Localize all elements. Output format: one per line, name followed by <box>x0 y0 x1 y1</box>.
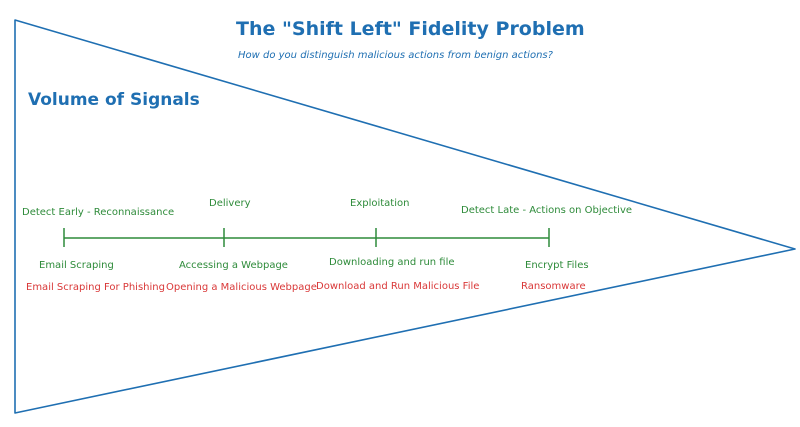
signal-volume-funnel <box>14 19 796 414</box>
stage-label-delivery: Delivery <box>209 198 251 209</box>
diagram-title: The "Shift Left" Fidelity Problem <box>236 18 585 40</box>
malicious-action-exploitation: Download and Run Malicious File <box>316 281 480 292</box>
benign-action-delivery: Accessing a Webpage <box>179 260 288 271</box>
stage-label-reconnaissance: Detect Early - Reconnaissance <box>22 207 175 218</box>
malicious-action-actions-on-objective: Ransomware <box>521 281 586 292</box>
benign-action-reconnaissance: Email Scraping <box>39 260 114 271</box>
benign-action-exploitation: Downloading and run file <box>329 257 455 268</box>
malicious-action-delivery: Opening a Malicious Webpage <box>166 282 317 293</box>
volume-of-signals-label: Volume of Signals <box>28 90 200 110</box>
benign-action-actions-on-objective: Encrypt Files <box>525 260 589 271</box>
stage-label-actions-on-objective: Detect Late - Actions on Objective <box>461 205 633 216</box>
malicious-action-reconnaissance: Email Scraping For Phishing <box>26 282 165 293</box>
diagram-subtitle: How do you distinguish malicious actions… <box>238 50 553 61</box>
stage-label-exploitation: Exploitation <box>350 198 410 209</box>
